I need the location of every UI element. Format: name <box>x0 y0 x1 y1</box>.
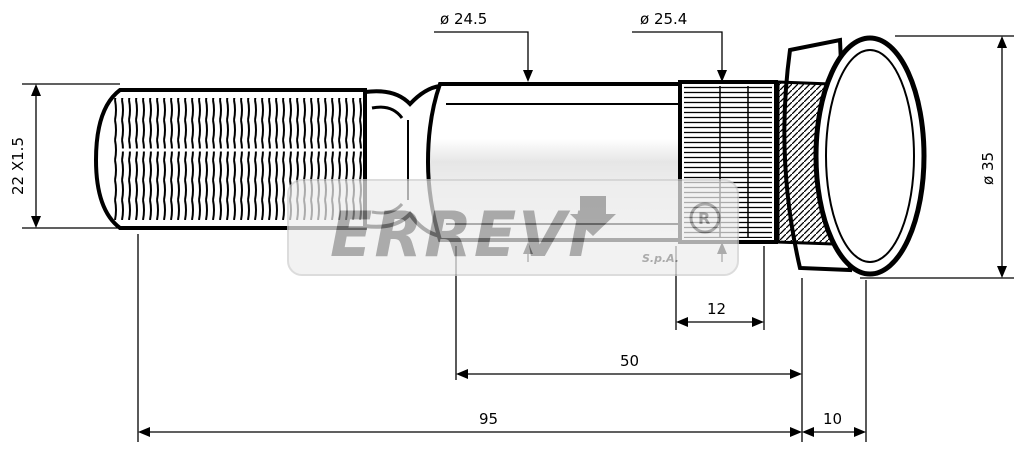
registered-icon <box>689 202 721 234</box>
svg-text:R: R <box>698 209 710 228</box>
head-length-label: 10 <box>823 410 842 428</box>
dimension-labels: 22 X1.5 ø 24.5 ø 25.4 ø 35 12 50 95 10 <box>9 10 997 428</box>
watermark-suffix: S.p.A. <box>642 252 679 265</box>
watermark-brand: ERREVI <box>330 198 593 271</box>
arrow-down-icon <box>570 196 616 236</box>
dimension-lines <box>22 31 1014 442</box>
watermark: ERREVI S.p.A. R <box>287 179 739 276</box>
total-length-label: 95 <box>479 410 498 428</box>
thread-size-label: 22 X1.5 <box>9 137 27 195</box>
knurl-diameter-label: ø 25.4 <box>640 10 687 28</box>
shank-length-label: 50 <box>620 352 639 370</box>
knurl-length-label: 12 <box>707 300 726 318</box>
head-section <box>776 35 927 277</box>
shank-diameter-label: ø 24.5 <box>440 10 487 28</box>
head-diameter-label: ø 35 <box>979 152 997 185</box>
